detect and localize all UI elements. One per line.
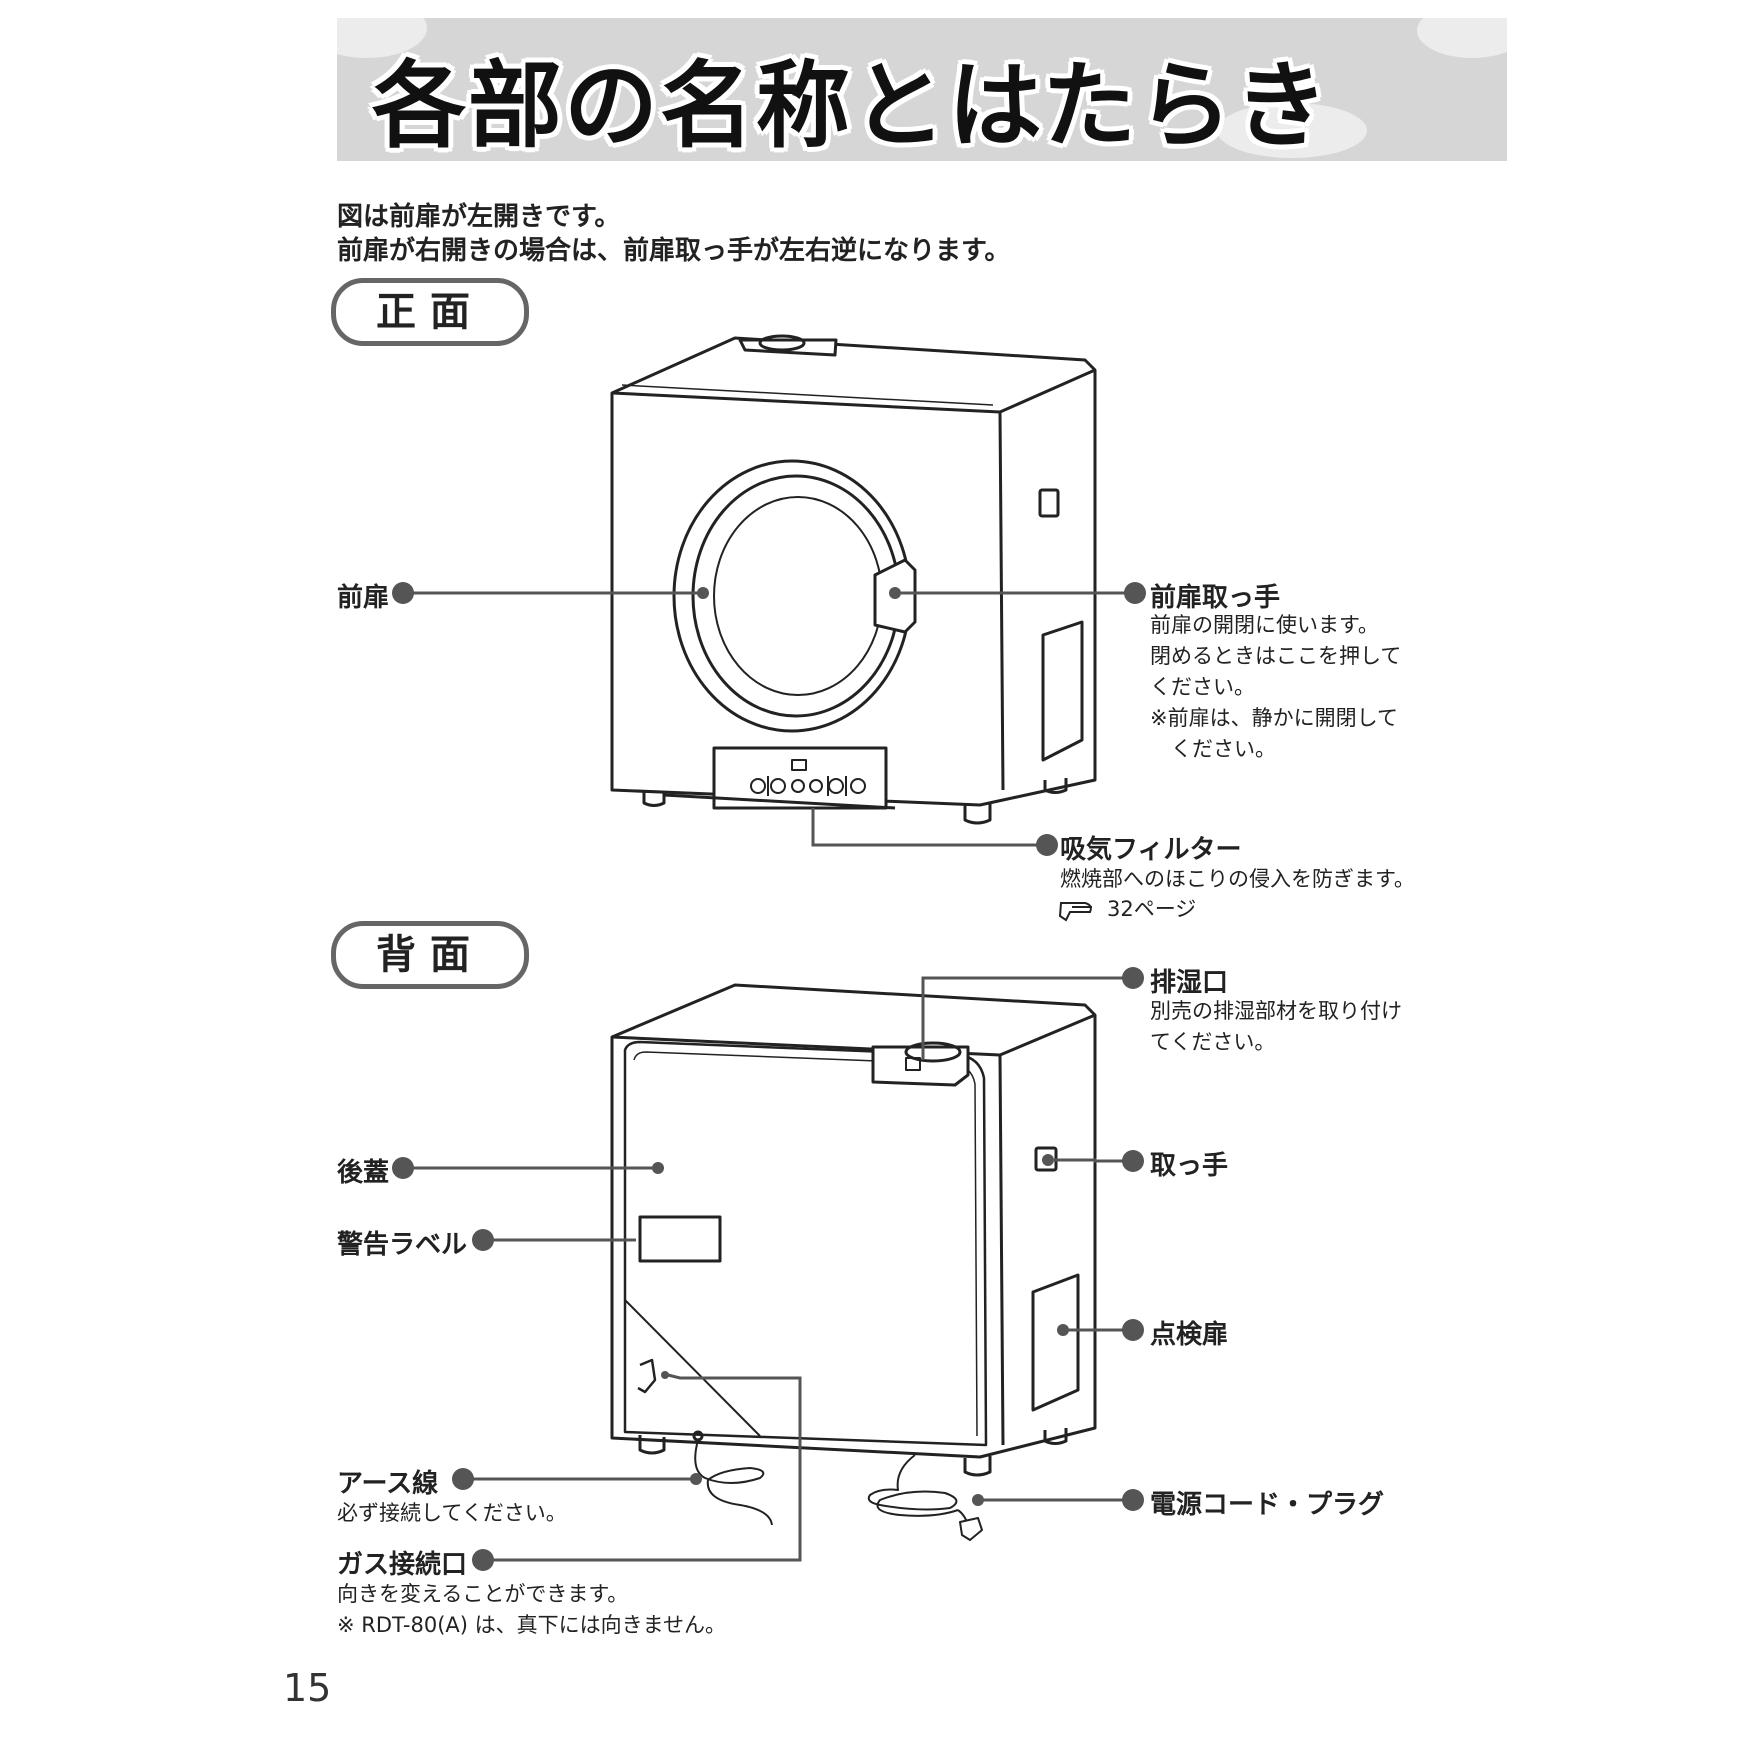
label-power-cord: 電源コード・プラグ bbox=[1150, 1490, 1385, 1520]
earth-wire-description: 必ず接続してください。 bbox=[337, 1501, 567, 1525]
label-door-handle: 前扉取っ手 bbox=[1150, 583, 1281, 613]
desc-line: ※ RDT-80(A) は、真下には向きません。 bbox=[337, 1613, 727, 1637]
intro-line: 図は前扉が左開きです。 bbox=[337, 202, 621, 232]
page-reference[interactable]: 32ページ bbox=[1107, 897, 1197, 921]
label-earth-wire: アース線 bbox=[337, 1469, 439, 1499]
desc-line: ください。 bbox=[1150, 675, 1255, 699]
desc-line: てください。 bbox=[1150, 1030, 1276, 1054]
desc-line: 別売の排湿部材を取り付け bbox=[1150, 999, 1402, 1023]
label-inspection-door: 点検扉 bbox=[1150, 1320, 1229, 1350]
label-front-door: 前扉 bbox=[337, 583, 390, 613]
label-gas-inlet: ガス接続口 bbox=[337, 1550, 468, 1580]
page-title: 各部の名称とはたらき bbox=[372, 52, 1331, 161]
intro-text: 図は前扉が左開きです。 前扉が右開きの場合は、前扉取っ手が左右逆になります。 bbox=[337, 200, 1010, 268]
exhaust-port-description: 別売の排湿部材を取り付け てください。 bbox=[1150, 996, 1402, 1058]
desc-line: 閉めるときはここを押して bbox=[1150, 644, 1402, 668]
intake-filter-description: 燃焼部へのほこりの侵入を防ぎます。 bbox=[1060, 867, 1415, 891]
desc-line: 向きを変えることができます。 bbox=[337, 1582, 629, 1606]
label-exhaust-port: 排湿口 bbox=[1150, 968, 1229, 998]
cloud-decoration bbox=[1217, 103, 1367, 158]
label-warning: 警告ラベル bbox=[337, 1230, 468, 1260]
desc-line: ※前扉は、静かに開閉して bbox=[1150, 706, 1398, 730]
pointing-hand-icon bbox=[1058, 902, 1092, 922]
page-number: 15 bbox=[283, 1666, 332, 1710]
gas-inlet-description: 向きを変えることができます。 ※ RDT-80(A) は、真下には向きません。 bbox=[337, 1579, 726, 1641]
label-handle: 取っ手 bbox=[1150, 1151, 1229, 1181]
desc-line: ください。 bbox=[1150, 737, 1276, 761]
desc-line: 前扉の開閉に使います。 bbox=[1150, 613, 1379, 637]
section-front-heading: 正面 bbox=[331, 278, 529, 346]
door-handle-description: 前扉の開閉に使います。 閉めるときはここを押して ください。 ※前扉は、静かに開… bbox=[1150, 610, 1401, 765]
intro-line: 前扉が右開きの場合は、前扉取っ手が左右逆になります。 bbox=[337, 236, 1011, 266]
section-back-heading: 背面 bbox=[331, 921, 529, 989]
label-back-cover: 後蓋 bbox=[337, 1158, 390, 1188]
label-intake-filter: 吸気フィルター bbox=[1060, 835, 1242, 865]
title-banner bbox=[337, 18, 1507, 161]
